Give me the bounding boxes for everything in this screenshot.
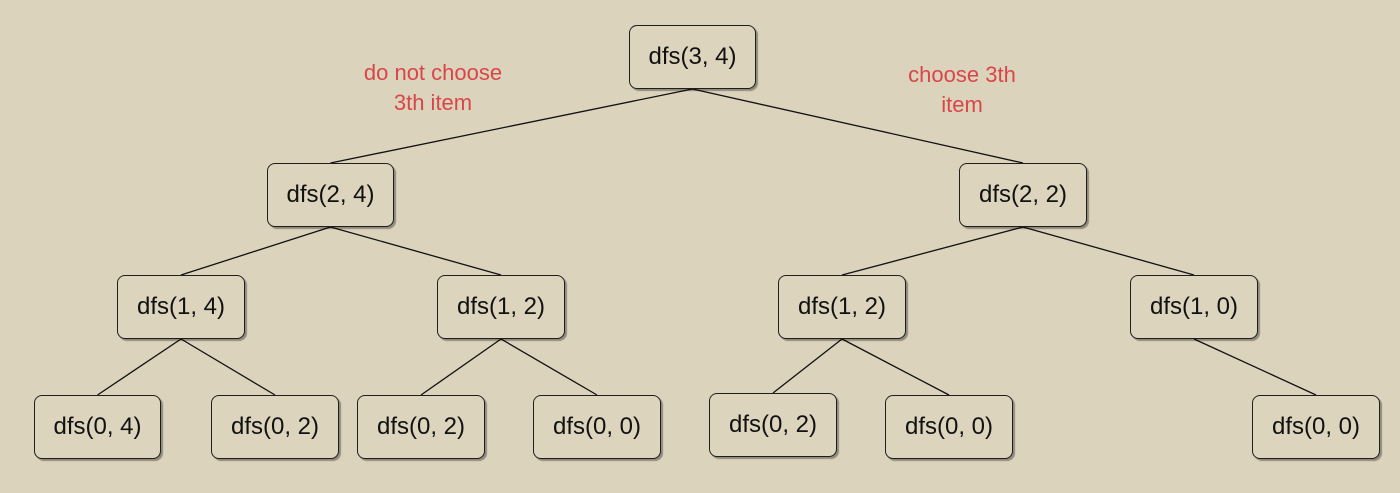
tree-node: dfs(2, 2) — [959, 163, 1087, 227]
annotation-line: do not choose — [363, 60, 503, 85]
tree-edge — [1022, 226, 1195, 276]
tree-node: dfs(1, 2) — [778, 275, 906, 339]
tree-edge — [420, 338, 502, 396]
tree-edge — [500, 338, 598, 396]
tree-node: dfs(0, 4) — [34, 395, 161, 459]
tree-edge — [692, 88, 1024, 164]
annotation-line: item — [941, 92, 983, 117]
tree-edge — [841, 226, 1024, 276]
tree-edge — [97, 338, 182, 396]
annotation-choose: choose 3th item — [872, 60, 1052, 120]
tree-node: dfs(2, 4) — [267, 163, 394, 227]
tree-node: dfs(0, 2) — [211, 395, 339, 459]
tree-edge — [1193, 338, 1317, 396]
tree-node: dfs(3, 4) — [629, 25, 756, 89]
tree-node: dfs(0, 0) — [1252, 395, 1380, 459]
tree-edge — [180, 338, 276, 396]
tree-edge — [772, 338, 843, 394]
tree-edge — [330, 88, 693, 164]
tree-node: dfs(0, 0) — [885, 395, 1013, 459]
tree-edge — [841, 338, 950, 396]
annotation-line: choose 3th — [908, 62, 1016, 87]
tree-node: dfs(0, 0) — [533, 395, 661, 459]
tree-node: dfs(0, 2) — [709, 393, 837, 457]
tree-node: dfs(1, 4) — [117, 275, 245, 339]
tree-node: dfs(1, 0) — [1130, 275, 1258, 339]
tree-node: dfs(0, 2) — [357, 395, 485, 459]
tree-edge — [330, 226, 502, 276]
tree-edge — [180, 226, 331, 276]
annotation-do-not-choose: do not choose 3th item — [343, 58, 523, 118]
tree-node: dfs(1, 2) — [437, 275, 565, 339]
annotation-line: 3th item — [393, 90, 473, 115]
